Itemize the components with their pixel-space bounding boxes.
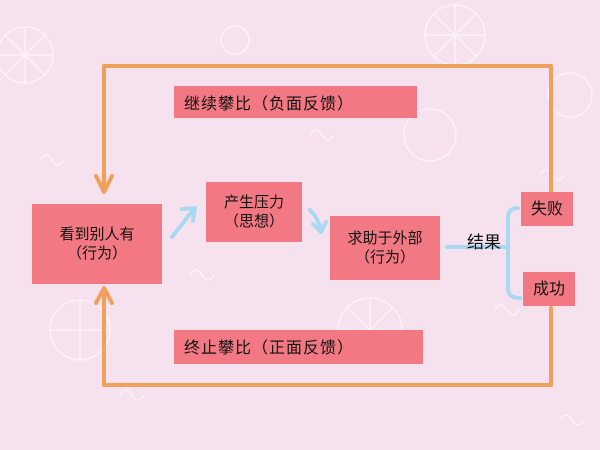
positive-feedback-label: 终止攀比（正面反馈）: [174, 330, 423, 364]
flow-arrow-pressure-to-help: [308, 208, 322, 230]
flow-arrow-see-to-pressure: [170, 208, 195, 239]
negative-loop-arrowhead: [94, 174, 114, 194]
flow-bracket-result: [506, 206, 522, 300]
node-generate-pressure: 产生压力 （思想）: [206, 182, 302, 242]
node-pressure-line1: 产生压力: [223, 192, 284, 211]
flow-arrowhead-see-to-pressure: [180, 206, 197, 223]
node-seek-external-help: 求助于外部 （行为）: [330, 216, 440, 280]
flow-arrowhead-pressure-to-help: [311, 220, 328, 234]
node-see-others-have: 看到别人有 （行为）: [32, 204, 162, 284]
node-see-line1: 看到别人有: [59, 224, 135, 243]
result-label: 结果: [467, 233, 501, 253]
node-failure: 失败: [521, 192, 573, 226]
positive-loop-line: [102, 288, 553, 387]
node-see-line2: （行为）: [66, 244, 127, 262]
node-failure-label: 失败: [530, 198, 563, 218]
node-pressure-line2: （思想）: [223, 212, 284, 230]
node-success-label: 成功: [532, 278, 565, 298]
node-success: 成功: [523, 272, 575, 306]
node-help-line1: 求助于外部: [347, 228, 423, 247]
node-help-line2: （行为）: [354, 248, 415, 266]
negative-feedback-label: 继续攀比（负面反馈）: [174, 86, 417, 118]
negative-loop-line: [102, 64, 553, 194]
positive-loop-arrowhead: [94, 286, 114, 305]
